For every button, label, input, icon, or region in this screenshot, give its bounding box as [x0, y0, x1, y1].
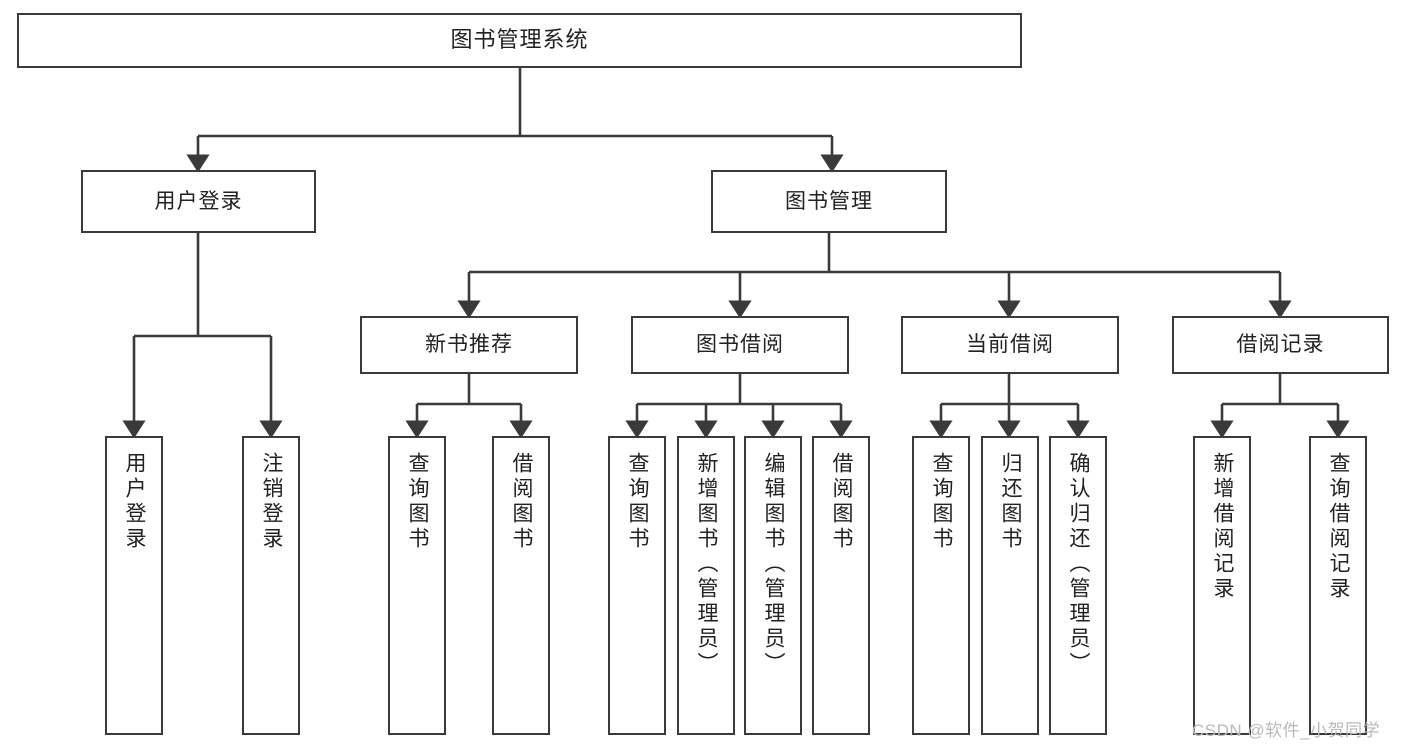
node-book-borrow-label: 图书借阅 — [696, 333, 784, 357]
leaf-new-book-borrow[interactable]: 借阅图书 — [492, 436, 550, 735]
leaf-current-borrow-query[interactable]: 查询图书 — [912, 436, 970, 735]
node-current-borrow-label: 当前借阅 — [966, 333, 1054, 357]
node-user-login-label: 用户登录 — [154, 189, 243, 213]
node-new-book-recommend[interactable]: 新书推荐 — [360, 316, 578, 374]
leaf-borrow-record-query[interactable]: 查询借阅记录 — [1309, 436, 1367, 735]
leaf-label: 查询图书 — [626, 452, 650, 552]
leaf-label: 查询图书 — [930, 452, 954, 552]
node-new-book-recommend-label: 新书推荐 — [425, 333, 513, 357]
leaf-user-login-login[interactable]: 用户登录 — [105, 436, 163, 735]
node-book-borrow[interactable]: 图书借阅 — [631, 316, 849, 374]
leaf-book-borrow-query[interactable]: 查询图书 — [608, 436, 666, 735]
node-root-label: 图书管理系统 — [450, 27, 589, 53]
node-borrow-record[interactable]: 借阅记录 — [1172, 316, 1389, 374]
leaf-label: 新增图书（管理员） — [695, 452, 719, 677]
node-user-login[interactable]: 用户登录 — [81, 170, 316, 233]
node-borrow-record-label: 借阅记录 — [1236, 333, 1325, 357]
csdn-watermark: CSDN @软件_小贺同学 — [1192, 716, 1380, 741]
leaf-current-borrow-confirm-return[interactable]: 确认归还（管理员） — [1049, 436, 1107, 735]
leaf-label: 查询借阅记录 — [1327, 452, 1351, 602]
leaf-user-login-logout[interactable]: 注销登录 — [242, 436, 300, 735]
leaf-label: 归还图书 — [999, 452, 1023, 552]
leaf-book-borrow-borrow[interactable]: 借阅图书 — [812, 436, 870, 735]
leaf-label: 用户登录 — [123, 452, 147, 552]
leaf-label: 注销登录 — [260, 452, 284, 552]
node-book-management-label: 图书管理 — [785, 189, 873, 213]
leaf-book-borrow-add[interactable]: 新增图书（管理员） — [677, 436, 735, 735]
leaf-label: 确认归还（管理员） — [1067, 452, 1091, 677]
leaf-label: 借阅图书 — [510, 452, 534, 552]
leaf-new-book-query[interactable]: 查询图书 — [388, 436, 446, 735]
node-root-system[interactable]: 图书管理系统 — [17, 13, 1022, 68]
watermark-text: CSDN @软件_小贺同学 — [1192, 721, 1381, 740]
leaf-current-borrow-return[interactable]: 归还图书 — [981, 436, 1039, 735]
node-current-borrow[interactable]: 当前借阅 — [901, 316, 1119, 374]
leaf-book-borrow-edit[interactable]: 编辑图书（管理员） — [744, 436, 802, 735]
node-book-management[interactable]: 图书管理 — [711, 170, 947, 233]
leaf-label: 借阅图书 — [830, 452, 854, 552]
leaf-label: 查询图书 — [406, 452, 430, 552]
leaf-borrow-record-add[interactable]: 新增借阅记录 — [1193, 436, 1251, 735]
leaf-label: 编辑图书（管理员） — [762, 452, 786, 677]
leaf-label: 新增借阅记录 — [1211, 452, 1235, 602]
